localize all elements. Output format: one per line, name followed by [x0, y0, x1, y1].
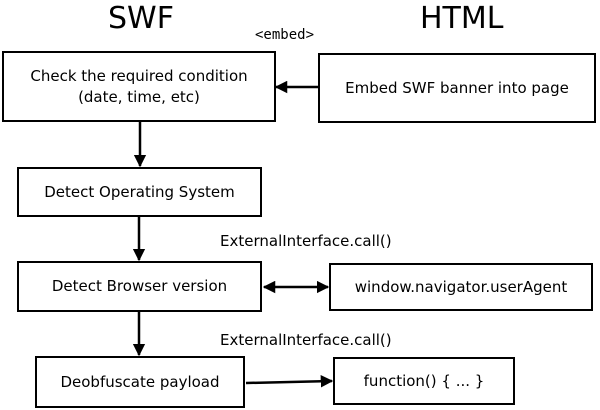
- node-detect-browser: Detect Browser version: [17, 261, 262, 312]
- arrow-deobfuscate-to-function: [245, 375, 334, 388]
- annotation-embed: <embed>: [255, 27, 315, 43]
- annotation-external-call-1: ExternalInterface.call(): [220, 232, 392, 250]
- node-user-agent-label: window.navigator.userAgent: [354, 277, 568, 296]
- node-function-stub-label: function() { ... }: [363, 371, 485, 390]
- heading-swf: SWF: [108, 1, 174, 36]
- node-check-condition: Check the required condition (date, time…: [2, 51, 276, 122]
- node-detect-os: Detect Operating System: [17, 167, 262, 217]
- node-detect-browser-label: Detect Browser version: [51, 277, 228, 295]
- node-deobfuscate-label: Deobfuscate payload: [60, 372, 220, 391]
- node-check-condition-line2: (date, time, etc): [78, 87, 200, 106]
- node-function-stub: function() { ... }: [333, 357, 515, 405]
- node-embed-banner: Embed SWF banner into page: [318, 53, 596, 123]
- node-check-condition-line1: Check the required condition: [30, 66, 248, 85]
- node-deobfuscate: Deobfuscate payload: [35, 356, 245, 408]
- node-user-agent: window.navigator.userAgent: [329, 263, 593, 311]
- heading-html: HTML: [420, 1, 504, 36]
- node-detect-os-label: Detect Operating System: [44, 182, 235, 201]
- node-embed-banner-label: Embed SWF banner into page: [345, 78, 569, 97]
- annotation-external-call-2: ExternalInterface.call(): [220, 331, 392, 349]
